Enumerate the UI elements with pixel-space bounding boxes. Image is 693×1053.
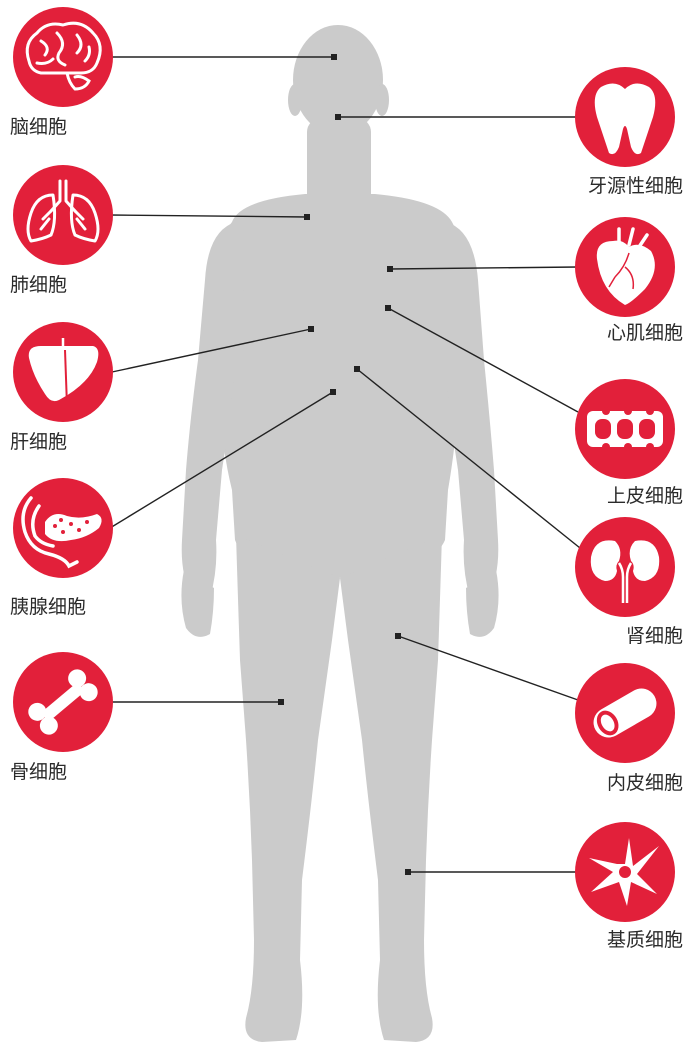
blood-vessel-icon (575, 663, 675, 763)
label-cardiomyocytes: 心肌细胞 (607, 322, 683, 344)
label-liver-cells: 肝细胞 (10, 431, 67, 453)
label-stromal-cells: 基质细胞 (607, 929, 683, 951)
bone-icon (13, 652, 113, 752)
epithelial-cells-icon (575, 379, 675, 479)
heart-icon (575, 217, 675, 317)
brain-icon (13, 7, 113, 107)
stromal-cell-icon (575, 822, 675, 922)
human-silhouette (181, 25, 498, 1042)
label-bone-cells: 骨细胞 (10, 761, 67, 783)
label-kidney-cells: 肾细胞 (626, 625, 683, 647)
label-epithelial-cells: 上皮细胞 (607, 485, 683, 507)
tooth-icon (575, 67, 675, 167)
kidneys-icon (575, 517, 675, 617)
pancreas-icon (13, 478, 113, 578)
label-lung-cells: 肺细胞 (10, 274, 67, 296)
label-brain-cells: 脑细胞 (10, 116, 67, 138)
label-endothelial-cells: 内皮细胞 (607, 772, 683, 794)
liver-icon (13, 322, 113, 422)
lungs-icon (13, 165, 113, 265)
label-pancreas-cells: 胰腺细胞 (10, 596, 86, 618)
label-odontogenic-cells: 牙源性细胞 (588, 175, 683, 197)
